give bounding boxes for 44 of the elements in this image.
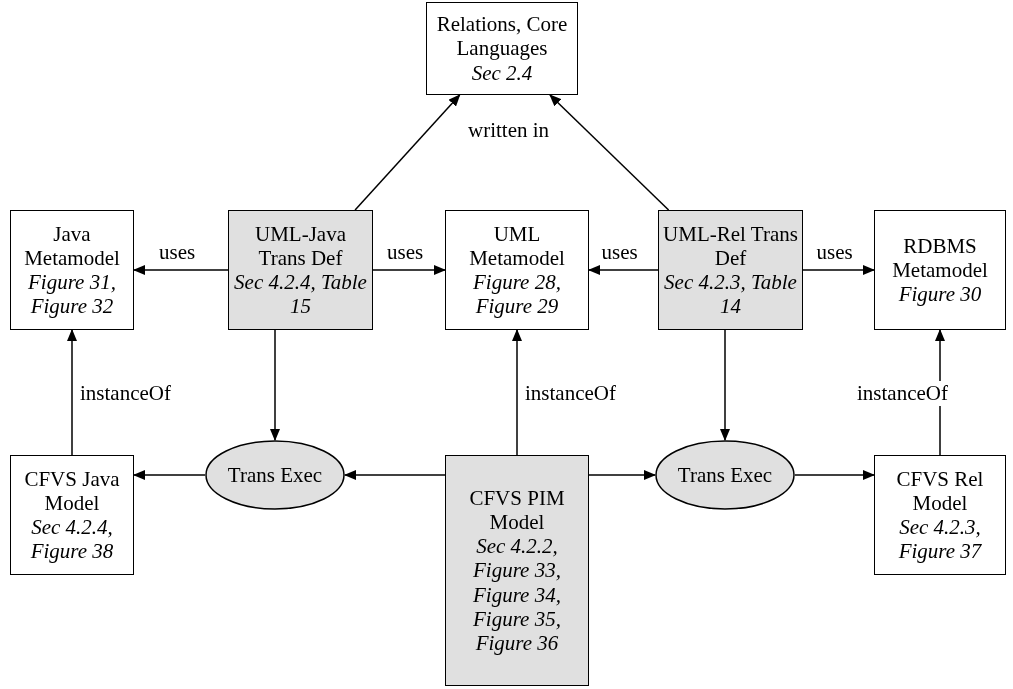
node-title: CFVS Java Model (23, 466, 121, 515)
reference-text: Figure 30 (897, 282, 983, 307)
arrow (588, 265, 659, 275)
box (228, 210, 373, 330)
arrow (133, 470, 206, 480)
node-title: Java Metamodel (23, 221, 121, 270)
arrow (512, 329, 522, 456)
node-title: RDBMS Metamodel (891, 233, 989, 283)
box (445, 455, 589, 686)
arrow (270, 329, 280, 441)
box (10, 455, 134, 575)
reference-text: Figure 31, Figure 32 (27, 270, 117, 319)
arrow (802, 265, 875, 275)
box (874, 210, 1006, 330)
node-title: CFVS PIM Model (468, 486, 566, 535)
node-title: CFVS Rel Model (895, 466, 985, 515)
arrow (133, 265, 229, 275)
node-title: UML-Java Trans Def (254, 221, 347, 270)
arrow (794, 470, 875, 480)
reference-text: Sec 4.2.3, Table 14 (663, 270, 798, 319)
box (426, 2, 578, 95)
arrow (720, 329, 730, 441)
arrow (588, 470, 656, 480)
arrow (372, 265, 446, 275)
reference-text: Sec 2.4 (470, 60, 534, 85)
reference-text: Sec 4.2.2, Figure 33, Figure 34, Figure 35, Figure 36 (472, 534, 562, 655)
arrow (549, 94, 670, 211)
arrow (354, 94, 461, 211)
node-title: UML Metamodel (468, 221, 566, 270)
reference-text: Sec 4.2.4, Table 15 (233, 270, 368, 319)
node-title: UML-Rel Trans Def (662, 221, 799, 270)
edge-label: instanceOf (857, 380, 948, 406)
node-title: Trans Exec (676, 462, 774, 488)
box (445, 210, 589, 330)
reference-text: Sec 4.2.3, Figure 37 (897, 515, 983, 564)
box (658, 210, 803, 330)
reference-text: Sec 4.2.4, Figure 38 (29, 515, 115, 564)
arrow (344, 470, 446, 480)
arrow (67, 329, 77, 456)
box (10, 210, 134, 330)
reference-text: Figure 28, Figure 29 (472, 270, 562, 319)
box (874, 455, 1006, 575)
node-title: Relations, Core Languages (435, 12, 569, 61)
node-title: Trans Exec (226, 462, 324, 488)
